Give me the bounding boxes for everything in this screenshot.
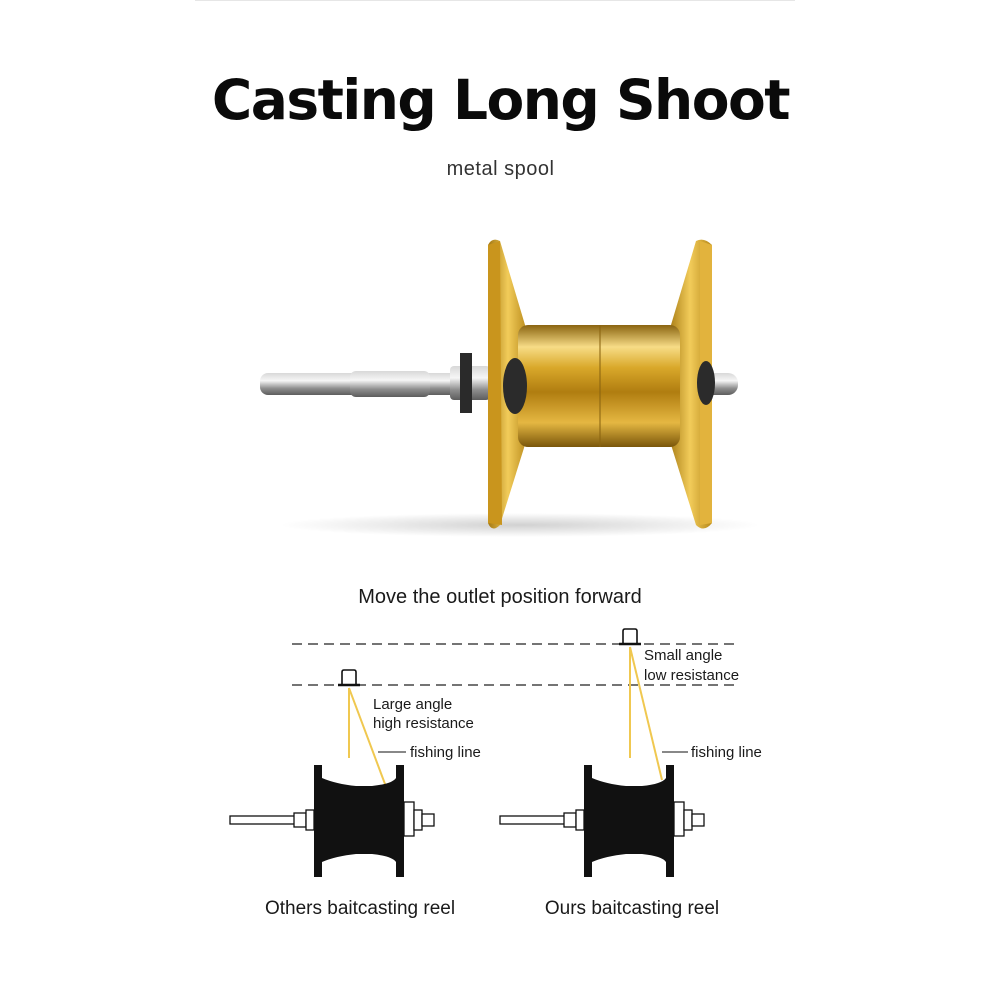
others-spool-left-flange [314, 765, 322, 877]
spool-shadow [280, 513, 760, 537]
ours-spool-right-flange [666, 765, 674, 877]
others-line-angled [348, 687, 392, 801]
others-annotation-line2: high resistance [373, 715, 474, 732]
ours-caption: Ours baitcasting reel [545, 898, 719, 919]
others-fishing-line-label: fishing line [410, 744, 481, 761]
others-spool-body [322, 778, 396, 862]
ours-fishing-line-label: fishing line [691, 744, 762, 761]
others-reel-diagram: Large angle high resistance fishing line… [229, 669, 481, 919]
ours-line-guide-icon [622, 628, 638, 643]
diagram-heading: Move the outlet position forward [358, 586, 642, 608]
top-divider [195, 0, 795, 1]
others-annotation-line1: Large angle [373, 696, 452, 713]
others-spool-right-flange [396, 765, 404, 877]
page-title: Casting Long Shoot [211, 68, 791, 132]
page-subtitle: metal spool [446, 158, 555, 180]
metal-spool-image [260, 239, 760, 537]
ours-spool-left-flange [584, 765, 592, 877]
ours-annotation-line1: Small angle [644, 647, 722, 664]
ours-reel-diagram: Small angle low resistance fishing line … [499, 628, 762, 919]
others-caption: Others baitcasting reel [265, 898, 455, 919]
ours-annotation-line2: low resistance [644, 667, 739, 684]
others-line-guide-icon [341, 669, 357, 684]
ours-line-angled [629, 646, 663, 781]
spool-body [518, 325, 680, 447]
outlet-comparison-diagram: Move the outlet position forward Large a… [229, 586, 762, 919]
ours-spool-body [592, 778, 666, 862]
